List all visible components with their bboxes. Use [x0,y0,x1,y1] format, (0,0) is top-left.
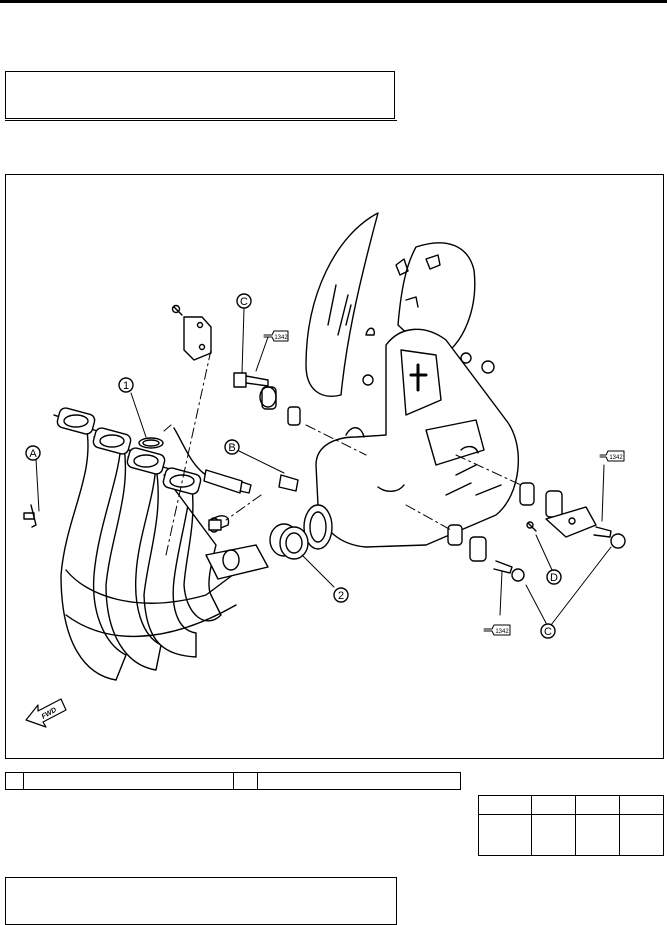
mount-bolt-lower [447,524,525,582]
exploded-diagram-frame: 1 2 A B C C D 1342 [5,174,664,759]
legend-cell-4 [258,773,460,789]
spec-cell [575,814,620,856]
note-box-underline [5,120,397,121]
spec-header-cell [619,795,664,815]
spec-header-cell [575,795,620,815]
exhaust-gasket [138,437,164,449]
spec-header-cell [478,795,532,815]
callout-circle-a: A [25,445,41,461]
note-box-bottom [5,877,397,925]
mounting-bracket-left [171,304,212,361]
mount-bolt-upper [233,372,301,426]
spec-cell [619,814,664,856]
svg-text:D: D [550,572,558,584]
callout-circle-d: D [546,569,562,585]
svg-text:1: 1 [123,380,129,392]
callout-leaders [35,308,612,626]
callout-circle-1: 1 [118,377,134,393]
threadlock-tag-right: 1342 [599,450,625,462]
mount-bolt-right [519,482,626,549]
threadlock-tag-upper: 1342 [263,330,289,342]
header-flanges [56,407,202,495]
spec-table [478,795,664,856]
exhaust-headers [53,414,247,681]
o2-sensor [203,469,299,494]
legend-cell-1 [6,773,24,789]
spec-table-row [478,814,664,856]
top-rule [0,0,667,3]
legend-strip [5,772,461,790]
svg-text:2: 2 [338,590,344,602]
callout-circle-2: 2 [333,587,349,603]
header-nut [208,519,222,531]
svg-text:1342: 1342 [274,335,288,341]
svg-text:1342: 1342 [495,629,509,635]
threadlock-tag-lower: 1342 [483,624,511,636]
svg-text:B: B [228,442,235,454]
callout-circle-b: B [224,439,240,455]
svg-text:C: C [544,626,552,638]
legend-cell-3 [234,773,258,789]
assembly-leader-lines [163,349,522,556]
note-box-top [5,71,397,121]
spec-cell [478,814,532,856]
muffler-inlet-flange [303,504,333,550]
shield-nut [460,352,495,374]
svg-text:A: A [29,448,37,460]
callout-circle-c-bottom: C [540,623,556,639]
legend-cell-2 [24,773,234,789]
muffler [315,328,519,548]
callout-circle-c-top: C [236,293,252,309]
connector-sleeve [269,523,309,560]
svg-text:1342: 1342 [609,455,623,461]
spec-cell [531,814,576,856]
spec-header-cell [531,795,576,815]
forward-direction-arrow-icon: FWD [25,698,67,728]
exhaust-system-diagram: 1 2 A B C C D 1342 [23,212,626,728]
svg-text:C: C [240,296,248,308]
spec-table-header-row [478,795,664,815]
